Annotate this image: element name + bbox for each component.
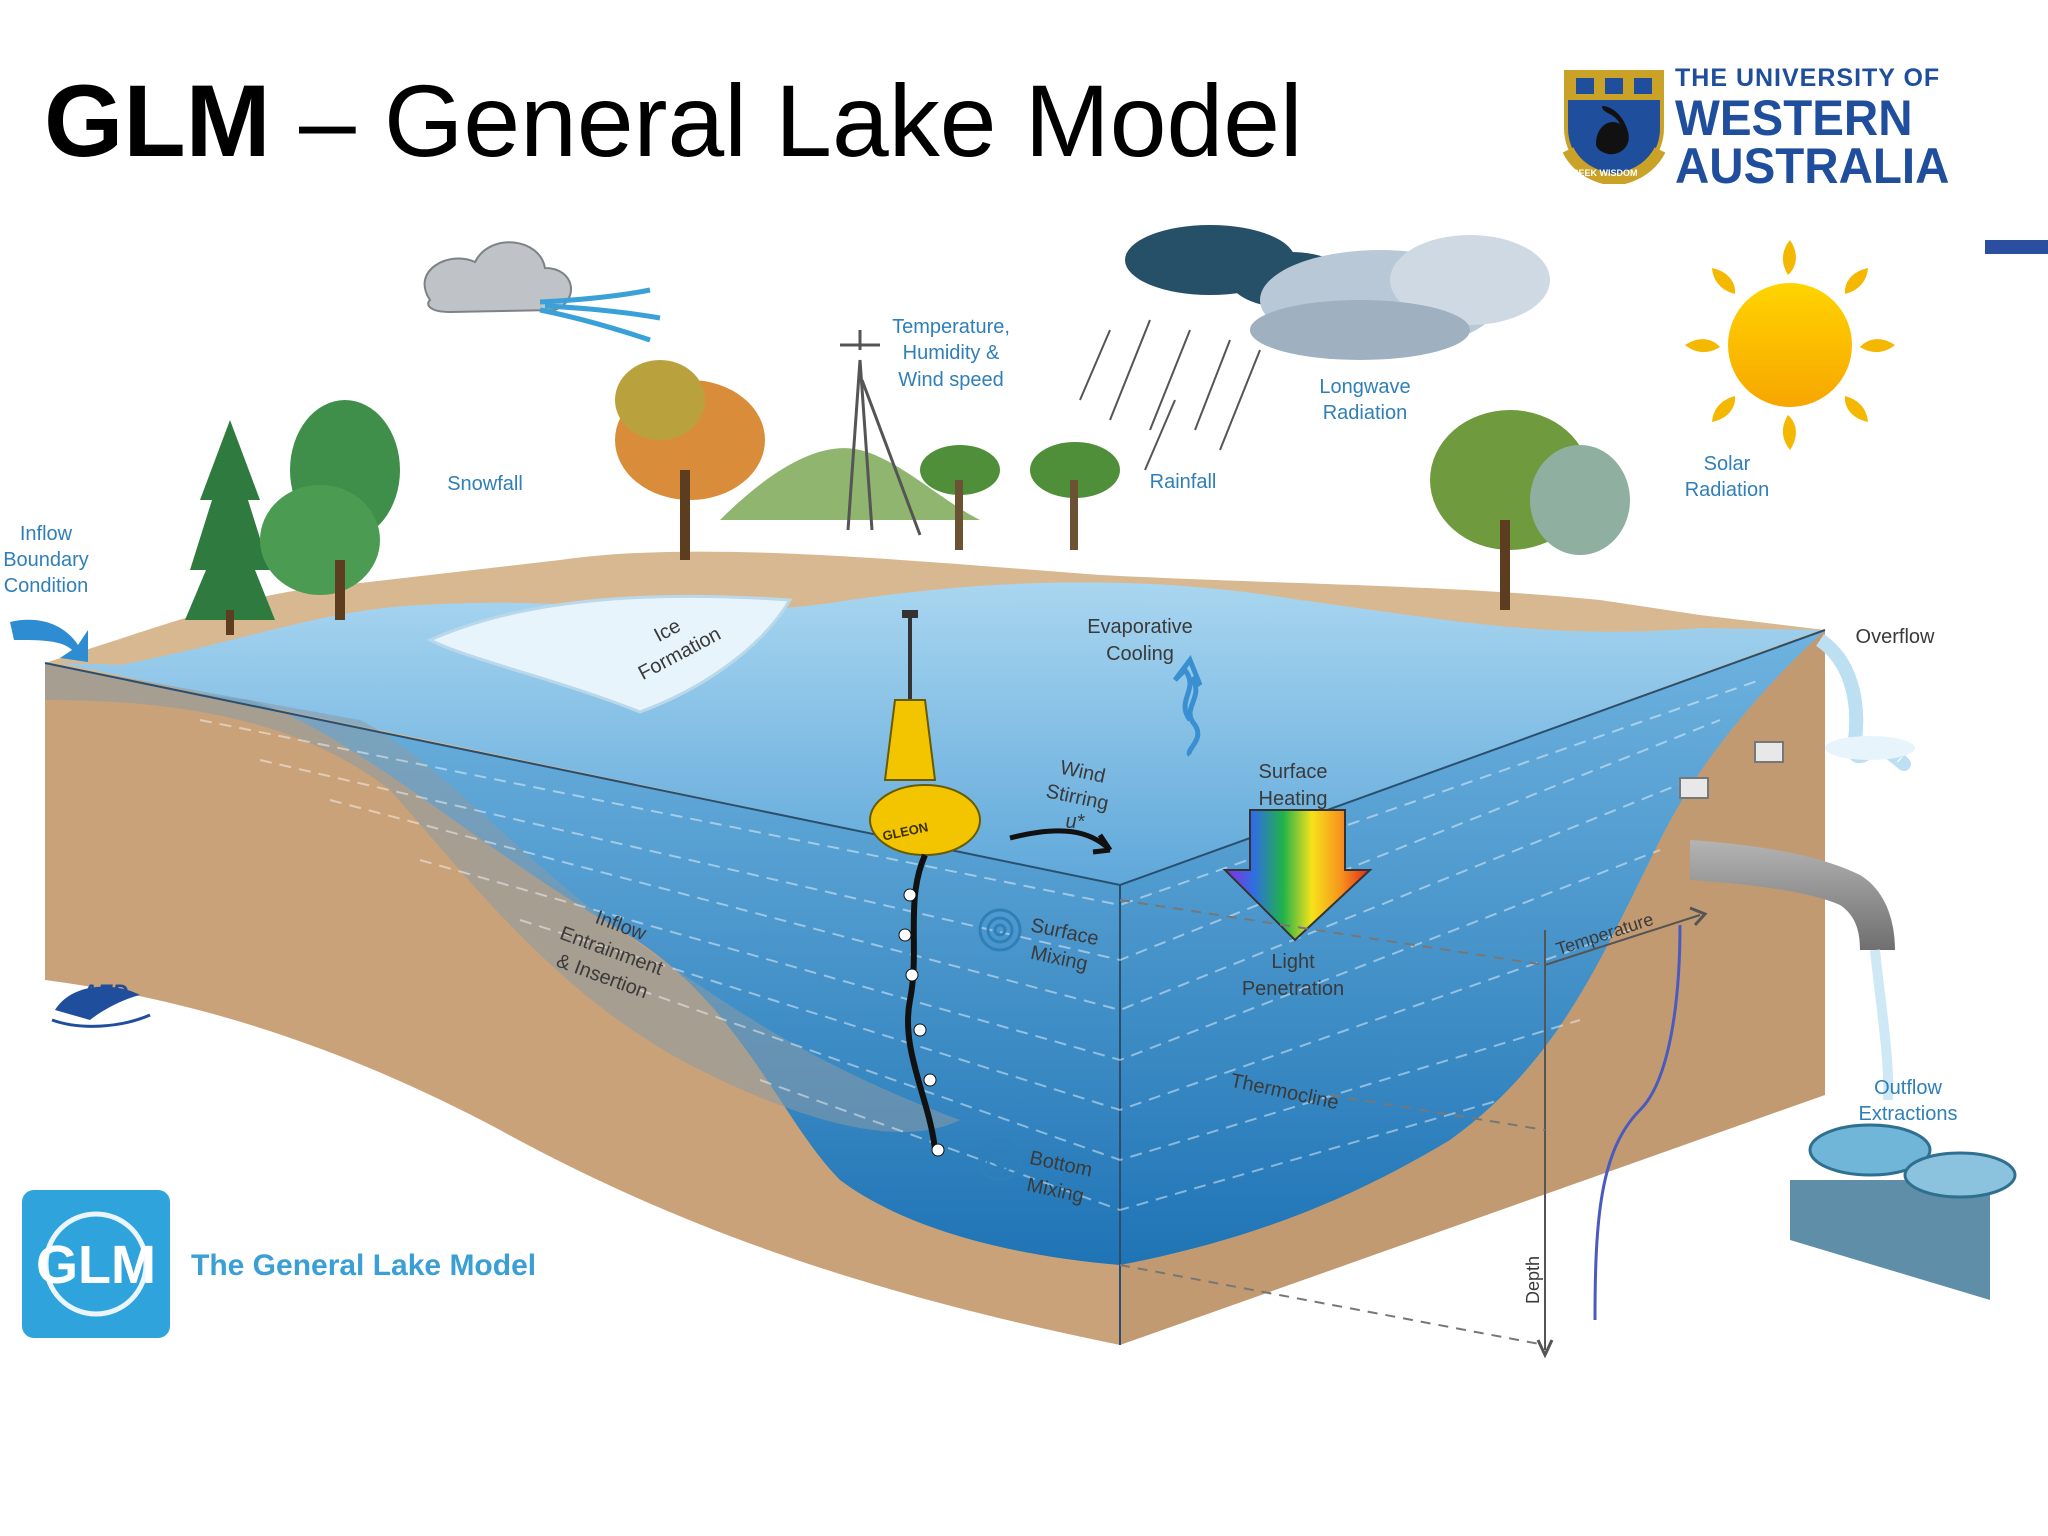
met-label-3: Wind speed bbox=[898, 369, 1004, 391]
surface-heating-label-1: Surface bbox=[1259, 761, 1328, 783]
buoy-label: GLEON bbox=[881, 819, 929, 843]
inflow-boundary-label-1: Inflow bbox=[20, 523, 73, 545]
solar-label-1: Solar bbox=[1704, 453, 1751, 475]
met-label-1: Temperature, bbox=[892, 316, 1010, 338]
uwa-motto: SEEK WISDOM bbox=[1572, 168, 1637, 178]
surface-heating-label-2: Heating bbox=[1259, 788, 1328, 810]
snowfall-label: Snowfall bbox=[447, 473, 523, 495]
wind-arrow-icon bbox=[1009, 828, 1113, 855]
uwa-line2: WESTERN bbox=[1675, 90, 1913, 146]
temperature-axis-label: Temperature bbox=[1554, 909, 1656, 959]
heating-arrow-icon bbox=[1222, 809, 1373, 942]
thermocline-label: Thermocline bbox=[1228, 1070, 1340, 1114]
aed-logo-text: AED bbox=[81, 980, 129, 1005]
wind-cloud-icon bbox=[423, 241, 661, 343]
layer-lines bbox=[199, 679, 1761, 1212]
outflow-pipe-icon bbox=[1690, 840, 1895, 1101]
uwa-crest-icon bbox=[1562, 70, 1666, 184]
inflow-plume bbox=[45, 663, 960, 1132]
bush-tree-icon bbox=[1430, 410, 1630, 610]
depth-axis-label: Depth bbox=[1523, 1256, 1543, 1304]
solar-label-2: Radiation bbox=[1685, 479, 1770, 501]
evaporation-arrow-icon bbox=[1173, 654, 1203, 757]
uwa-line3: AUSTRALIA bbox=[1675, 138, 1950, 194]
page-title: GLM – General Lake Model bbox=[44, 64, 1303, 178]
glm-logo-icon bbox=[22, 1190, 170, 1338]
longwave-label-1: Longwave bbox=[1319, 376, 1410, 398]
surface-mixing-icon bbox=[978, 908, 1022, 952]
inflow-boundary-label-2: Boundary bbox=[3, 549, 89, 571]
buoy-icon bbox=[869, 610, 981, 1157]
overflow-label: Overflow bbox=[1856, 626, 1935, 648]
surface-mixing-label-2: Mixing bbox=[1029, 942, 1090, 976]
water-section-right bbox=[1120, 630, 1825, 1265]
bottom-mixing-icon bbox=[978, 1138, 1022, 1182]
ice-sheet bbox=[426, 594, 793, 714]
uwa-logo-text: THE UNIVERSITY OF WESTERN AUSTRALIA bbox=[1675, 64, 1964, 194]
inflow-arrow-icon bbox=[10, 619, 88, 662]
evap-label-2: Cooling bbox=[1106, 643, 1174, 665]
light-label-1: Light bbox=[1271, 951, 1315, 973]
rain-lines bbox=[1079, 319, 1261, 471]
sun-icon bbox=[1685, 240, 1895, 450]
tree-icon bbox=[185, 400, 400, 635]
met-label-2: Humidity & bbox=[903, 342, 1000, 364]
temperature-profile-axes bbox=[1536, 906, 1708, 1359]
rain-cloud-icon bbox=[1125, 225, 1550, 360]
longwave-label-2: Radiation bbox=[1323, 402, 1408, 424]
accent-bar bbox=[1985, 240, 2048, 254]
evap-label-1: Evaporative bbox=[1087, 616, 1193, 638]
light-label-2: Penetration bbox=[1242, 978, 1344, 1000]
building-icon bbox=[1679, 741, 1784, 799]
uwa-line1: THE UNIVERSITY OF bbox=[1675, 64, 1941, 92]
weather-tower-icon bbox=[840, 330, 922, 536]
eucalyptus-tree-icon bbox=[920, 442, 1120, 550]
autumn-tree-icon bbox=[615, 360, 765, 560]
ustar-label: u* bbox=[1066, 811, 1086, 833]
rainfall-label: Rainfall bbox=[1150, 471, 1217, 493]
glm-logo-name: The General Lake Model bbox=[191, 1249, 537, 1282]
inflow-boundary-label-3: Condition bbox=[4, 575, 89, 597]
temperature-profile-curve bbox=[1593, 924, 1682, 1321]
treatment-plant-icon bbox=[1790, 1123, 2017, 1300]
outflow-label-1: Outflow bbox=[1874, 1077, 1942, 1099]
outflow-label-2: Extractions bbox=[1859, 1103, 1958, 1125]
aed-logo-icon bbox=[51, 986, 151, 1028]
glm-badge-text: GLM bbox=[36, 1235, 156, 1295]
bottom-mixing-label-2: Mixing bbox=[1025, 1174, 1086, 1208]
